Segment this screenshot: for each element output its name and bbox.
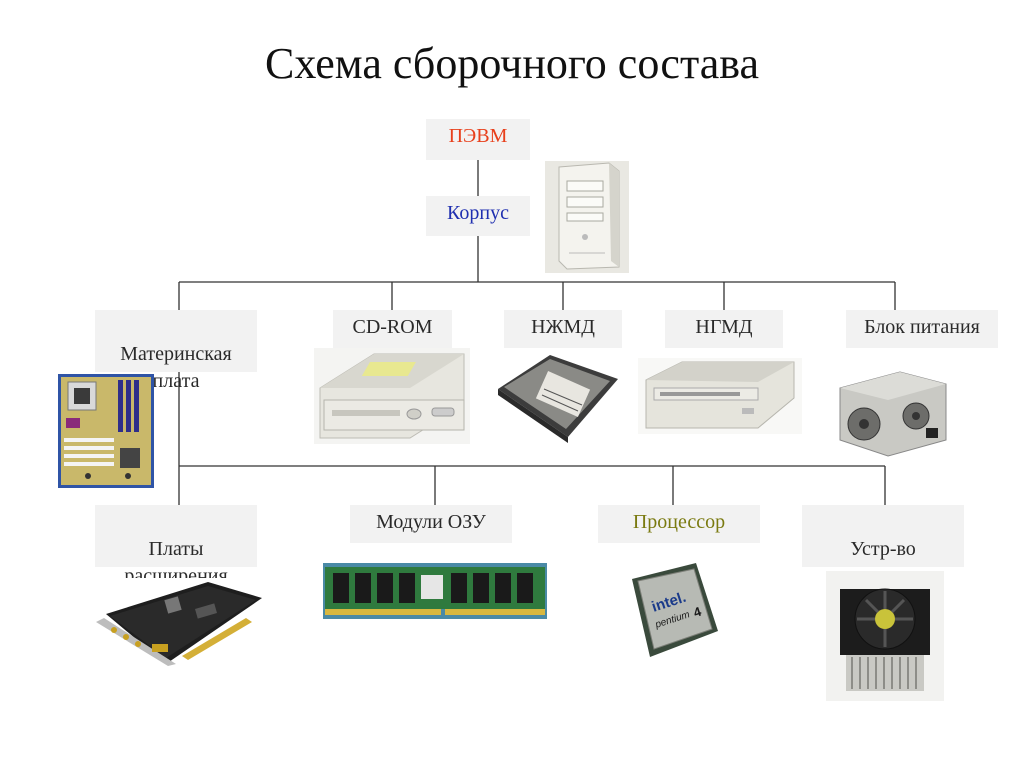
cpu-chip-icon: intel. pentium 4 bbox=[626, 559, 722, 667]
ram-module-icon bbox=[323, 563, 547, 619]
node-cpu-label: Процессор bbox=[632, 511, 726, 533]
floppy-drive-icon bbox=[638, 358, 802, 434]
cdrom-drive-icon bbox=[314, 348, 470, 444]
node-hdd-label: НЖМД bbox=[531, 316, 595, 338]
node-ram-label: Модули ОЗУ bbox=[376, 511, 486, 533]
node-case-label: Корпус bbox=[447, 202, 509, 224]
motherboard-icon bbox=[58, 374, 154, 488]
node-pevm-label: ПЭВМ bbox=[448, 125, 508, 147]
node-fdd-label: НГМД bbox=[695, 316, 753, 338]
node-cpu: Процессор bbox=[598, 505, 760, 543]
pc-tower-icon bbox=[545, 161, 629, 273]
node-psu-label: Блок питания bbox=[864, 316, 980, 338]
node-psu: Блок питания bbox=[846, 310, 998, 348]
sound-card-icon bbox=[96, 578, 266, 672]
cpu-cooler-icon bbox=[826, 571, 944, 701]
node-cooler: Устр-во охлаждения bbox=[802, 505, 964, 587]
node-cdrom: CD-ROM bbox=[333, 310, 452, 348]
power-supply-icon bbox=[830, 366, 950, 458]
node-cdrom-label: CD-ROM bbox=[352, 316, 433, 338]
node-pevm: ПЭВМ bbox=[426, 119, 530, 160]
node-ram: Модули ОЗУ bbox=[350, 505, 512, 543]
node-case: Корпус bbox=[426, 196, 530, 236]
page-title: Схема сборочного состава bbox=[265, 39, 759, 88]
node-expansion: Платы расширения bbox=[95, 505, 257, 587]
node-fdd: НГМД bbox=[665, 310, 783, 348]
node-motherboard: Материнская плата bbox=[95, 310, 257, 392]
node-hdd: НЖМД bbox=[504, 310, 622, 348]
node-motherboard-label: Материнская плата bbox=[120, 343, 232, 392]
hard-disk-icon bbox=[494, 349, 622, 445]
